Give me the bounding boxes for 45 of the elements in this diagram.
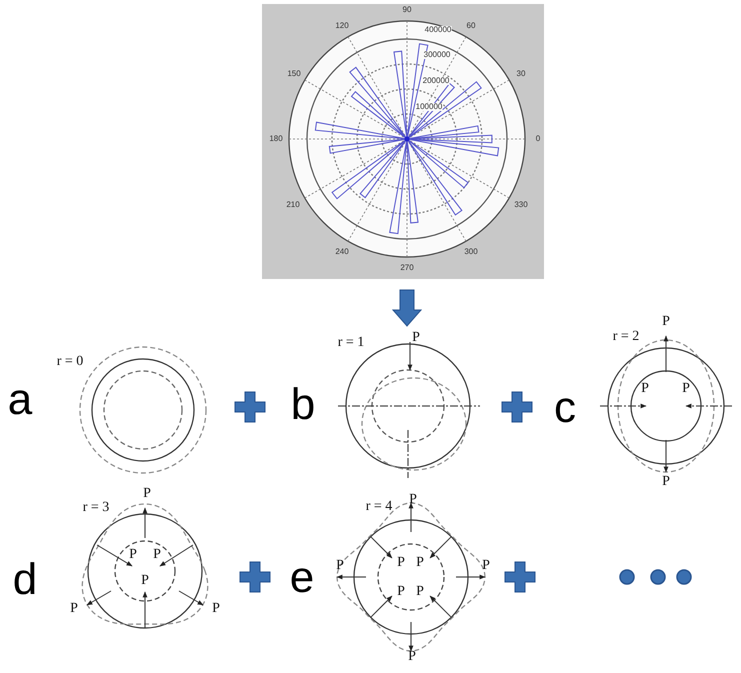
mode-label: r = 0	[56, 355, 84, 369]
radius-label: 400000	[424, 26, 452, 34]
panel-letter: d	[12, 558, 38, 602]
panel-letter: e	[290, 556, 314, 600]
force-label: P	[662, 315, 670, 329]
radius-label: 300000	[424, 51, 450, 59]
angle-label: 0	[536, 135, 540, 143]
angle-label: 300	[464, 248, 478, 256]
mode-label: r = 1	[338, 336, 364, 350]
force-label: P	[129, 548, 137, 562]
force-label: P	[336, 559, 344, 573]
radius-label: 200000	[422, 77, 450, 85]
force-label: P	[397, 585, 405, 599]
force-label: P	[143, 487, 151, 501]
force-label: P	[682, 382, 690, 396]
force-label: P	[212, 602, 220, 616]
mode-label: r = 3	[82, 501, 110, 515]
panel-letter: b	[290, 383, 316, 427]
force-label: P	[482, 559, 490, 573]
force-label: P	[416, 585, 424, 599]
force-label: P	[141, 574, 149, 588]
angle-label: 210	[286, 201, 300, 209]
angle-label: 30	[516, 70, 526, 78]
radius-label: 100000	[416, 103, 442, 111]
angle-label: 180	[269, 135, 283, 143]
angle-label: 270	[400, 264, 414, 272]
angle-label: 60	[466, 22, 476, 30]
force-label: P	[70, 602, 78, 616]
angle-label: 120	[335, 22, 349, 30]
force-label: P	[416, 556, 424, 570]
angle-label: 150	[287, 70, 301, 78]
force-label: P	[641, 382, 649, 396]
force-label: P	[397, 556, 405, 570]
angle-label: 240	[335, 248, 349, 256]
force-label: P	[412, 331, 420, 345]
force-label: P	[153, 548, 161, 562]
force-label: P	[409, 493, 417, 507]
angle-label: 330	[514, 201, 528, 209]
force-label: P	[662, 475, 670, 489]
angle-label: 90	[402, 6, 412, 14]
force-label: P	[408, 650, 416, 664]
mode-label: r = 4	[366, 500, 392, 514]
mode-label: r = 2	[612, 330, 640, 344]
panel-letter: c	[554, 386, 576, 430]
panel-letter: a	[8, 378, 32, 422]
